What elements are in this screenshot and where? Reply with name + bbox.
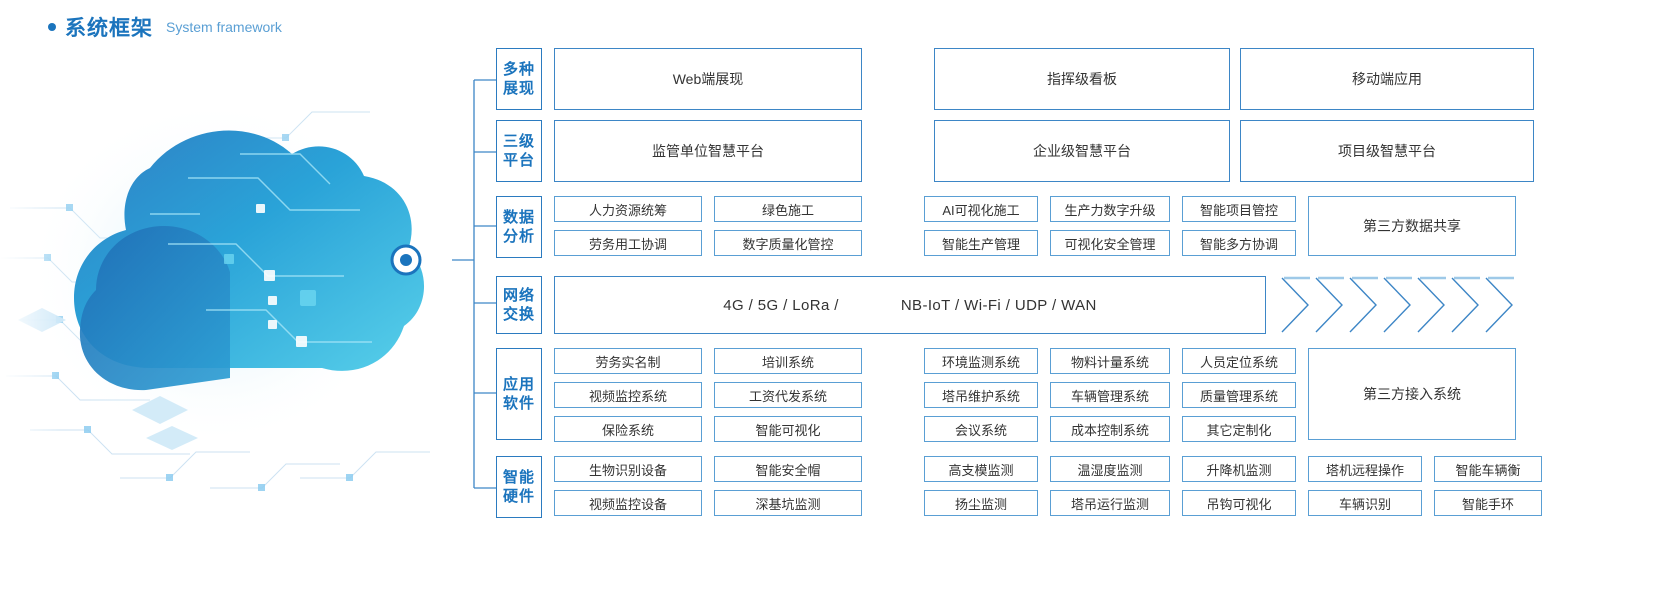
cell-tower-crane-remote-operation[interactable]: 塔机远程操作 (1308, 456, 1422, 482)
cell-cost-control-system[interactable]: 成本控制系统 (1050, 416, 1170, 442)
cell-temperature-humidity-monitoring[interactable]: 温湿度监测 (1050, 456, 1170, 482)
cell-hoist-monitoring[interactable]: 升降机监测 (1182, 456, 1296, 482)
cell-project-platform[interactable]: 项目级智慧平台 (1240, 120, 1534, 182)
cell-enterprise-platform[interactable]: 企业级智慧平台 (934, 120, 1230, 182)
cell-network-protocols[interactable]: 4G / 5G / LoRa / NB-IoT / Wi-Fi / UDP / … (554, 276, 1266, 334)
grid-row: 劳务实名制 培训系统 (554, 348, 862, 374)
grid-row: 塔吊维护系统 车辆管理系统 质量管理系统 (924, 382, 1296, 408)
network-protocols-right: NB-IoT / Wi-Fi / UDP / WAN (900, 296, 1097, 314)
cell-hook-visualization[interactable]: 吊钩可视化 (1182, 490, 1296, 516)
group-app-right: 环境监测系统 物料计量系统 人员定位系统 塔吊维护系统 车辆管理系统 质量管理系… (924, 348, 1296, 442)
row-data-analysis: 数据 分析 人力资源统筹 绿色施工 劳务用工协调 数字质量化管控 AI可视化施工… (452, 196, 1548, 258)
group-hw-right: 高支模监测 温湿度监测 升降机监测 塔机远程操作 智能车辆衡 扬尘监测 塔吊运行… (924, 456, 1542, 518)
cloud-network-illustration (0, 58, 470, 528)
row-smart-hardware: 智能 硬件 生物识别设备 智能安全帽 视频监控设备 深基坑监测 高支模监测 温湿… (452, 456, 1548, 518)
tree-connector (452, 79, 498, 489)
cell-video-surveillance-device[interactable]: 视频监控设备 (554, 490, 702, 516)
grid-row: 高支模监测 温湿度监测 升降机监测 塔机远程操作 智能车辆衡 (924, 456, 1542, 482)
grid-row: 环境监测系统 物料计量系统 人员定位系统 (924, 348, 1296, 374)
cell-productivity-digital-upgrade[interactable]: 生产力数字升级 (1050, 196, 1170, 222)
cell-training-system[interactable]: 培训系统 (714, 348, 862, 374)
grid-row: 人力资源统筹 绿色施工 (554, 196, 862, 222)
grid-row: 保险系统 智能可视化 (554, 416, 862, 442)
cell-smart-project-control[interactable]: 智能项目管控 (1182, 196, 1296, 222)
grid-row: 视频监控设备 深基坑监测 (554, 490, 862, 516)
cell-video-surveillance-system[interactable]: 视频监控系统 (554, 382, 702, 408)
cell-third-party-access-system[interactable]: 第三方接入系统 (1308, 348, 1516, 440)
cell-labor-realname[interactable]: 劳务实名制 (554, 348, 702, 374)
cell-digital-quality-control[interactable]: 数字质量化管控 (714, 230, 862, 256)
cell-smart-production-mgmt[interactable]: 智能生产管理 (924, 230, 1038, 256)
cell-vehicle-management-system[interactable]: 车辆管理系统 (1050, 382, 1170, 408)
page-subtitle: System framework (166, 19, 282, 35)
grid-row: 会议系统 成本控制系统 其它定制化 (924, 416, 1296, 442)
cell-command-dashboard[interactable]: 指挥级看板 (934, 48, 1230, 110)
network-protocols-left: 4G / 5G / LoRa / (723, 296, 839, 314)
group-hw-left: 生物识别设备 智能安全帽 视频监控设备 深基坑监测 (554, 456, 862, 518)
cell-dust-monitoring[interactable]: 扬尘监测 (924, 490, 1038, 516)
cell-high-formwork-monitoring[interactable]: 高支模监测 (924, 456, 1038, 482)
group-data-analysis-left: 人力资源统筹 绿色施工 劳务用工协调 数字质量化管控 (554, 196, 862, 258)
cell-material-metering-system[interactable]: 物料计量系统 (1050, 348, 1170, 374)
cell-other-customization[interactable]: 其它定制化 (1182, 416, 1296, 442)
cell-ai-visual-construction[interactable]: AI可视化施工 (924, 196, 1038, 222)
grid-row: 劳务用工协调 数字质量化管控 (554, 230, 862, 256)
cell-smart-wristband[interactable]: 智能手环 (1434, 490, 1542, 516)
cell-biometric-device[interactable]: 生物识别设备 (554, 456, 702, 482)
grid-row: 生物识别设备 智能安全帽 (554, 456, 862, 482)
cell-visual-safety-mgmt[interactable]: 可视化安全管理 (1050, 230, 1170, 256)
cell-tower-crane-maintenance-system[interactable]: 塔吊维护系统 (924, 382, 1038, 408)
grid-row: AI可视化施工 生产力数字升级 智能项目管控 (924, 196, 1296, 222)
cell-smart-multiparty-coordination[interactable]: 智能多方协调 (1182, 230, 1296, 256)
cell-mobile-app[interactable]: 移动端应用 (1240, 48, 1534, 110)
cell-regulator-platform[interactable]: 监管单位智慧平台 (554, 120, 862, 182)
cell-deep-foundation-pit-monitoring[interactable]: 深基坑监测 (714, 490, 862, 516)
cell-web-presentation[interactable]: Web端展现 (554, 48, 862, 110)
cell-third-party-data-sharing[interactable]: 第三方数据共享 (1308, 196, 1516, 256)
cell-smart-truck-scale[interactable]: 智能车辆衡 (1434, 456, 1542, 482)
page-title: 系统框架 (65, 17, 153, 40)
cell-green-construction[interactable]: 绿色施工 (714, 196, 862, 222)
cell-payroll-system[interactable]: 工资代发系统 (714, 382, 862, 408)
cell-labor-coordination[interactable]: 劳务用工协调 (554, 230, 702, 256)
network-flow-arrows (1281, 276, 1514, 333)
cell-smart-visualization[interactable]: 智能可视化 (714, 416, 862, 442)
cell-meeting-system[interactable]: 会议系统 (924, 416, 1038, 442)
grid-row: 扬尘监测 塔吊运行监测 吊钩可视化 车辆识别 智能手环 (924, 490, 1542, 516)
row-network: 网络 交换 4G / 5G / LoRa / NB-IoT / Wi-Fi / … (452, 276, 1548, 334)
row-label-platform: 三级 平台 (496, 120, 542, 182)
cell-environment-monitoring-system[interactable]: 环境监测系统 (924, 348, 1038, 374)
cell-tower-crane-operation-monitoring[interactable]: 塔吊运行监测 (1050, 490, 1170, 516)
system-framework-diagram: 多种 展现 Web端展现 指挥级看板 移动端应用 三级 平台 监管单位智慧平台 … (452, 48, 1548, 518)
row-label-network: 网络 交换 (496, 276, 542, 334)
cell-hr-coordination[interactable]: 人力资源统筹 (554, 196, 702, 222)
cell-quality-management-system[interactable]: 质量管理系统 (1182, 382, 1296, 408)
row-presentation: 多种 展现 Web端展现 指挥级看板 移动端应用 (452, 48, 1548, 110)
row-label-application-software: 应用 软件 (496, 348, 542, 440)
grid-row: 视频监控系统 工资代发系统 (554, 382, 862, 408)
row-label-data-analysis: 数据 分析 (496, 196, 542, 258)
row-label-presentation: 多种 展现 (496, 48, 542, 110)
row-platform: 三级 平台 监管单位智慧平台 企业级智慧平台 项目级智慧平台 (452, 120, 1548, 182)
cell-insurance-system[interactable]: 保险系统 (554, 416, 702, 442)
row-application-software: 应用 软件 劳务实名制 培训系统 视频监控系统 工资代发系统 保险系统 智能可视… (452, 348, 1548, 442)
grid-row: 智能生产管理 可视化安全管理 智能多方协调 (924, 230, 1296, 256)
row-label-smart-hardware: 智能 硬件 (496, 456, 542, 518)
group-app-left: 劳务实名制 培训系统 视频监控系统 工资代发系统 保险系统 智能可视化 (554, 348, 862, 442)
group-data-analysis-right: AI可视化施工 生产力数字升级 智能项目管控 智能生产管理 可视化安全管理 智能… (924, 196, 1296, 258)
page-header: 系统框架 System framework (48, 12, 282, 42)
cell-vehicle-recognition[interactable]: 车辆识别 (1308, 490, 1422, 516)
cell-smart-helmet[interactable]: 智能安全帽 (714, 456, 862, 482)
cell-personnel-positioning-system[interactable]: 人员定位系统 (1182, 348, 1296, 374)
dot-icon (48, 23, 56, 31)
